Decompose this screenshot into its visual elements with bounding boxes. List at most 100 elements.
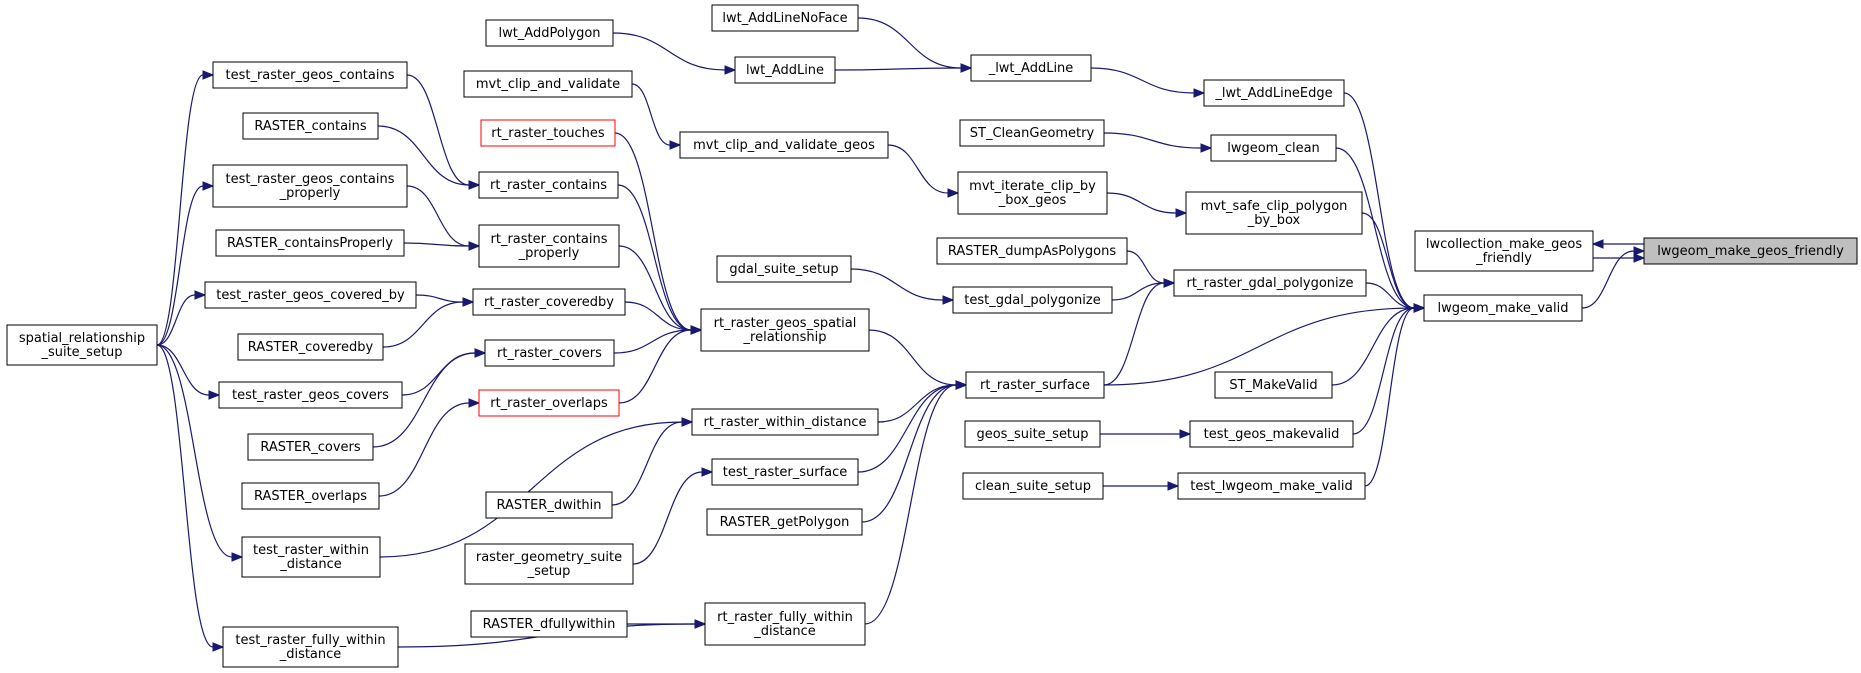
node-label: test_lwgeom_make_valid [1190, 479, 1352, 494]
node-lwt-addlinenoface[interactable]: lwt_AddLineNoFace [711, 4, 859, 32]
edge-rt_raster_contains-to-rt_raster_geos_spatial_relationship [617, 184, 703, 335]
node-raster-coveredby[interactable]: RASTER_coveredby [237, 333, 384, 361]
node-test-raster-geos-covers[interactable]: test_raster_geos_covers [218, 381, 403, 409]
node-st-cleangeometry[interactable]: ST_CleanGeometry [959, 119, 1105, 147]
node-test-gdal-polygonize[interactable]: test_gdal_polygonize [952, 286, 1113, 314]
node-test-raster-surface[interactable]: test_raster_surface [711, 458, 859, 486]
node-test-raster-geos-contains-properly[interactable]: test_raster_geos_contains_properly [212, 164, 408, 208]
node-label: _suite_setup [40, 345, 122, 360]
node-lwgeom-clean[interactable]: lwgeom_clean [1210, 134, 1337, 162]
node-spatial-relationship-suite-setup[interactable]: spatial_relationship_suite_setup [6, 324, 158, 366]
edge-test_raster_within_distance-to-rt_raster_within_distance [379, 417, 694, 558]
edge-line [1361, 212, 1415, 309]
node-raster-geometry-suite-setup[interactable]: raster_geometry_suite_setup [464, 543, 634, 585]
node-raster-dfullywithin[interactable]: RASTER_dfullywithin [470, 610, 628, 638]
arrow-head [724, 65, 737, 75]
node-label: test_raster_surface [723, 465, 848, 480]
edge-line [403, 242, 470, 247]
node-raster-containsproperly[interactable]: RASTER_containsProperly [215, 229, 405, 257]
node-test-raster-fully-within-distance[interactable]: test_raster_fully_within_distance [222, 626, 399, 668]
node-raster-contains[interactable]: RASTER_contains [242, 112, 379, 140]
node-mvt-clip-and-validate-geos[interactable]: mvt_clip_and_validate_geos [679, 131, 889, 159]
node-rt-raster-touches[interactable]: rt_raster_touches [480, 119, 616, 147]
node-rt-raster-coveredby[interactable]: rt_raster_coveredby [472, 288, 626, 316]
node-label: raster_geometry_suite [476, 550, 622, 565]
edge-line [1352, 307, 1415, 435]
edge-spatial_relationship_suite_setup-to-test_raster_geos_contains_properly [156, 181, 215, 346]
node-rt-raster-within-distance[interactable]: rt_raster_within_distance [691, 408, 879, 436]
edge-line [1103, 132, 1202, 149]
node-lwgeom-make-valid[interactable]: lwgeom_make_valid [1423, 294, 1583, 322]
edge-line [382, 301, 464, 348]
node-raster-covers[interactable]: RASTER_covers [247, 433, 374, 461]
edge-line [1111, 282, 1165, 301]
edge-line [406, 74, 470, 186]
node-raster-getpolygon[interactable]: RASTER_getPolygon [706, 508, 863, 536]
node-rt-raster-overlaps[interactable]: rt_raster_overlaps [478, 389, 620, 417]
node-label: rt_raster_coveredby [484, 295, 614, 310]
edge-RASTER_covers-to-rt_raster_covers [372, 348, 487, 448]
node-box [716, 255, 852, 283]
edge-line [613, 329, 692, 354]
node-label: ST_MakeValid [1229, 378, 1317, 393]
node-test-geos-makevalid[interactable]: test_geos_makevalid [1189, 420, 1354, 448]
arrow-head [960, 63, 973, 73]
node-lwt-addpolygon[interactable]: lwt_AddPolygon [485, 19, 614, 47]
node-box [241, 536, 381, 578]
edge-rt_raster_overlaps-to-rt_raster_geos_spatial_relationship [618, 325, 703, 404]
edge-line [631, 83, 671, 146]
edge-line [401, 352, 476, 396]
edge-line [618, 329, 692, 404]
node-rt-raster-contains-properly[interactable]: rt_raster_contains_properly [478, 224, 620, 268]
node-mvt-clip-and-validate[interactable]: mvt_clip_and_validate [463, 70, 633, 98]
arrow-head [1163, 278, 1176, 288]
node-label: test_geos_makevalid [1204, 427, 1340, 442]
edge-mvt_clip_and_validate_geos-to-mvt_iterate_clip_by_box_geos [887, 144, 960, 198]
node-gdal-suite-setup[interactable]: gdal_suite_setup [716, 255, 852, 283]
edge-line [1335, 147, 1415, 309]
edge-line [612, 32, 726, 71]
node-mvt-iterate-clip-by-box-geos[interactable]: mvt_iterate_clip_by_box_geos [957, 171, 1108, 215]
node-rt-raster-gdal-polygonize[interactable]: rt_raster_gdal_polygonize [1173, 269, 1367, 297]
node-test-raster-geos-covered-by[interactable]: test_raster_geos_covered_by [204, 281, 417, 309]
edge-line [834, 67, 962, 71]
node-rt-raster-covers[interactable]: rt_raster_covers [484, 339, 615, 367]
node-rt-raster-fully-within-distance[interactable]: rt_raster_fully_within_distance [704, 602, 866, 646]
arrow-head [462, 297, 475, 307]
node-lwcollection-make-geos-friendly[interactable]: lwcollection_make_geos_friendly [1414, 230, 1594, 272]
node--lwt-addlineedge[interactable]: _lwt_AddLineEdge [1203, 79, 1345, 107]
edge-line [1090, 67, 1195, 94]
node-label: test_raster_fully_within [235, 633, 385, 648]
edge-mvt_clip_and_validate-to-mvt_clip_and_validate_geos [631, 83, 682, 150]
node-st-makevalid[interactable]: ST_MakeValid [1214, 371, 1333, 399]
node-label: test_raster_geos_contains [226, 172, 395, 187]
node--lwt-addline[interactable]: _lwt_AddLine [970, 54, 1092, 82]
node-rt-raster-contains[interactable]: rt_raster_contains [478, 171, 619, 199]
node-box [964, 420, 1101, 448]
node-raster-dumpaspolygons[interactable]: RASTER_dumpAsPolygons [936, 237, 1128, 265]
node-rt-raster-surface[interactable]: rt_raster_surface [965, 371, 1105, 399]
edge-line [1331, 307, 1415, 386]
node-geos-suite-setup[interactable]: geos_suite_setup [964, 420, 1101, 448]
node-test-lwgeom-make-valid[interactable]: test_lwgeom_make_valid [1177, 472, 1366, 500]
edge-lwgeom_make_geos_friendly-to-lwcollection_make_geos_friendly [1591, 239, 1644, 249]
node-lwt-addline[interactable]: lwt_AddLine [734, 56, 836, 84]
node-box [952, 286, 1113, 314]
node-raster-dwithin[interactable]: RASTER_dwithin [485, 491, 613, 519]
edge-line [156, 344, 210, 396]
node-raster-overlaps[interactable]: RASTER_overlaps [241, 482, 380, 510]
node-rt-raster-geos-spatial-relationship[interactable]: rt_raster_geos_spatial_relationship [700, 308, 870, 352]
arrow-head [1179, 429, 1192, 439]
node-clean-suite-setup[interactable]: clean_suite_setup [962, 472, 1104, 500]
node-label: rt_raster_contains [490, 178, 607, 193]
edge-line [850, 268, 944, 301]
node-lwgeom-make-geos-friendly[interactable]: lwgeom_make_geos_friendly [1643, 237, 1858, 265]
arrow-head [1591, 239, 1604, 249]
node-test-raster-geos-contains[interactable]: test_raster_geos_contains [212, 61, 408, 89]
edge-RASTER_overlaps-to-rt_raster_overlaps [378, 398, 481, 497]
edge-rt_raster_touches-to-rt_raster_geos_spatial_relationship [614, 132, 703, 335]
node-box [704, 602, 866, 646]
edge-line [1364, 307, 1415, 487]
node-test-raster-within-distance[interactable]: test_raster_within_distance [241, 536, 381, 578]
node-mvt-safe-clip-polygon-by-box[interactable]: mvt_safe_clip_polygon_by_box [1185, 191, 1363, 235]
